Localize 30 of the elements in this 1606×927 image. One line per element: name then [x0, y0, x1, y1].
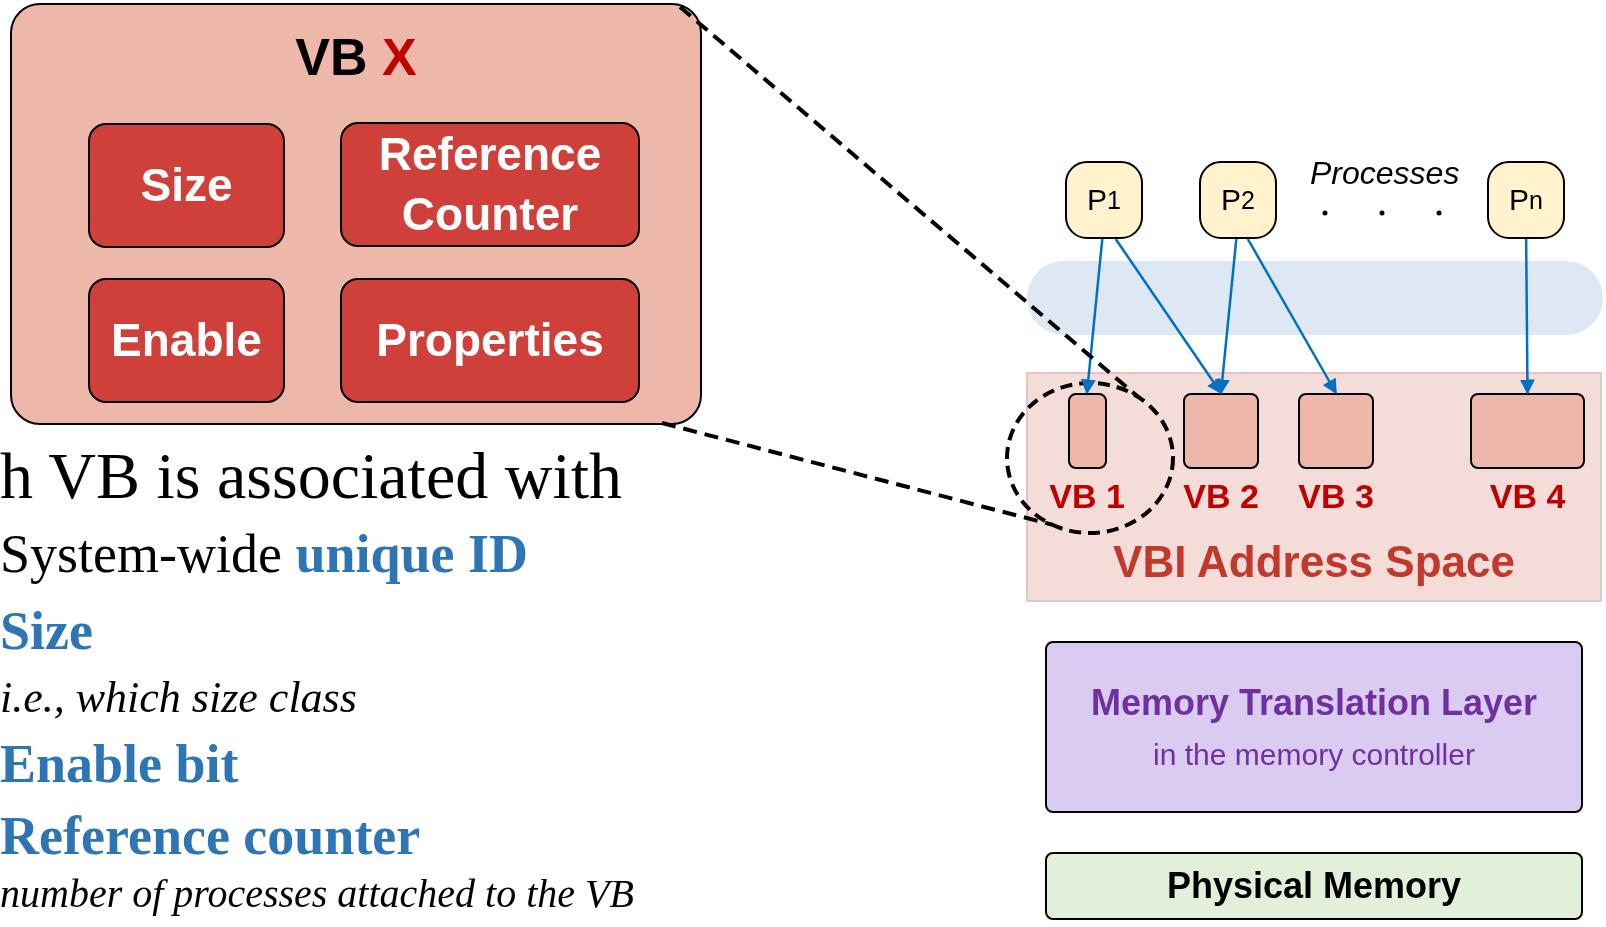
dashed-zoom-line	[661, 421, 1053, 527]
bullet-text: System-wide unique ID	[0, 523, 529, 585]
arrow	[1519, 239, 1535, 395]
arrow	[1114, 238, 1223, 395]
field-box: Reference Counter	[340, 122, 640, 247]
group-panel	[10, 3, 702, 425]
vb-label: VB 3	[1298, 477, 1374, 516]
vb-label: VB 4	[1489, 477, 1566, 516]
arrow	[1246, 238, 1338, 395]
layer-title: Memory Translation Layer	[1090, 682, 1538, 724]
bullet-text: Size	[0, 600, 93, 662]
arrow	[1214, 238, 1238, 395]
vb-label: VB 1	[1049, 477, 1125, 516]
bullet-text: Enable bit	[0, 733, 239, 795]
layer-box	[1045, 641, 1583, 813]
layer-box: Physical Memory	[1045, 852, 1583, 920]
arrow	[1080, 238, 1104, 395]
caption-text: Processes	[1310, 155, 1460, 192]
panel-title: VB X	[295, 27, 417, 87]
field-box: Enable	[88, 278, 285, 403]
bullet-text: i.e., which size class	[0, 672, 357, 723]
heading-text: h VB is associated with	[0, 438, 623, 514]
layer-subtitle: in the memory controller	[1153, 738, 1475, 772]
dashed-zoom-line	[678, 5, 1140, 399]
field-box: Properties	[340, 278, 640, 403]
bullet-text: number of processes attached to the VB	[0, 870, 634, 917]
bullet-text: Reference counter	[0, 805, 421, 867]
vb-label: VB 2	[1183, 477, 1259, 516]
region-title: VBI Address Space	[1113, 537, 1515, 587]
field-box: Size	[88, 123, 285, 248]
